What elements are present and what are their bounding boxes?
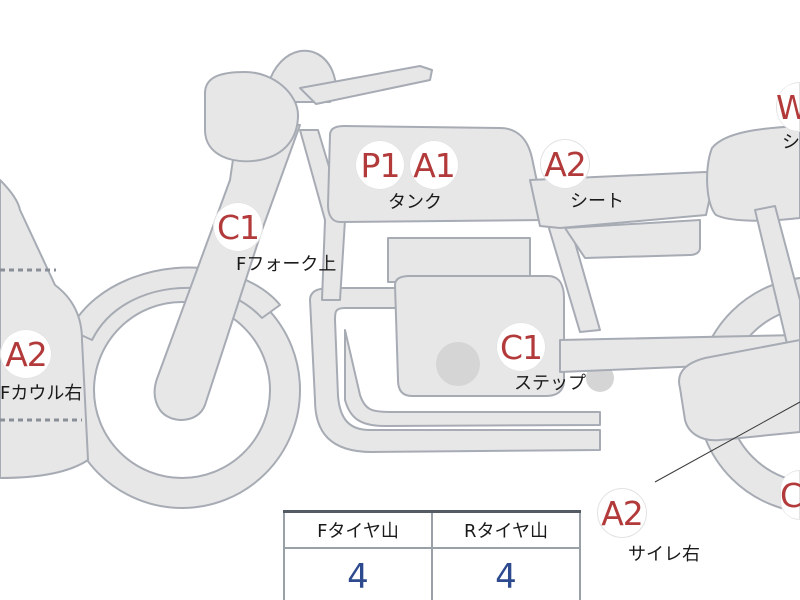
rear-tire-value: 4 xyxy=(431,548,581,600)
side-cover xyxy=(564,219,701,259)
handlebar xyxy=(299,65,433,105)
rear-shock xyxy=(754,205,800,349)
headlight xyxy=(204,71,299,163)
marker-muffler-right: A2 xyxy=(597,488,647,538)
tire-tread-table: Fタイヤ山 Rタイヤ山 4 4 xyxy=(283,510,581,600)
exhaust-pipe-lower xyxy=(344,329,601,427)
front-tire-header: Fタイヤ山 xyxy=(283,510,433,549)
front-fork xyxy=(153,124,301,421)
frame-downtube xyxy=(299,129,346,301)
marker-cowl-right: A2 xyxy=(0,329,52,379)
engine-cover xyxy=(436,342,480,386)
marker-tank-p1: P1 xyxy=(355,140,405,190)
label-tank: タンク xyxy=(388,192,442,213)
label-fork-top: Fフォーク上 xyxy=(236,254,337,275)
muffler xyxy=(678,339,800,442)
tread-value-row: 4 4 xyxy=(283,548,581,600)
label-muffler-right: サイレ右 xyxy=(628,544,700,565)
marker-rear-partial: W xyxy=(776,82,800,132)
marker-tank-a1: A1 xyxy=(409,140,459,190)
marker-fork-top: C1 xyxy=(213,202,263,252)
label-step: ステップ xyxy=(514,373,586,394)
marker-lower-right-partial: C xyxy=(780,470,800,520)
marker-step: C1 xyxy=(496,322,546,372)
marker-seat: A2 xyxy=(540,139,590,189)
muffler-leader-line xyxy=(654,401,800,483)
front-tire-value: 4 xyxy=(283,548,433,600)
rear-tire-header: Rタイヤ山 xyxy=(431,510,581,549)
tread-header-row: Fタイヤ山 Rタイヤ山 xyxy=(283,510,581,549)
label-rear-partial: シ xyxy=(782,132,800,153)
label-cowl-right: Fカウル右 xyxy=(0,383,83,404)
front-cowl xyxy=(0,179,89,479)
label-seat: シート xyxy=(570,191,624,212)
